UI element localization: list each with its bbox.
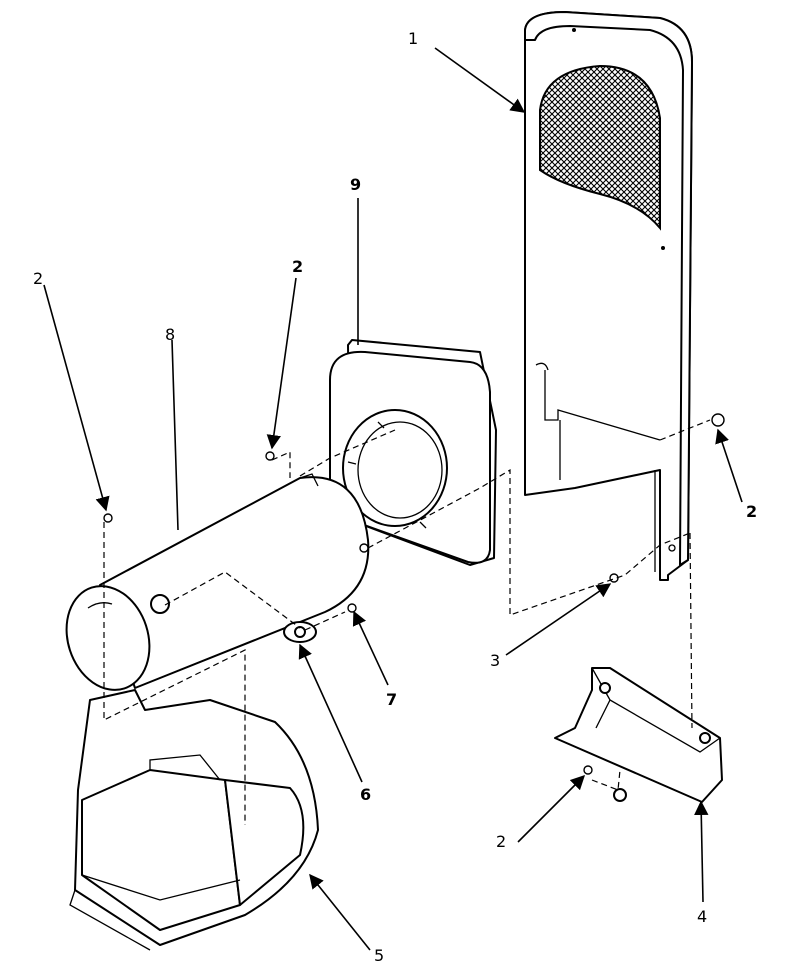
assembly-lines <box>103 419 711 825</box>
callout-6: 6 <box>360 785 371 804</box>
callout-4: 4 <box>697 907 707 926</box>
screw-icon <box>103 513 113 523</box>
callout-5: 5 <box>374 946 384 961</box>
screw-icon <box>583 765 593 775</box>
callout-7: 7 <box>386 690 397 709</box>
callout-2-right: 2 <box>746 502 757 521</box>
callout-2-bottom: 2 <box>496 832 506 851</box>
screw-icon <box>359 543 369 553</box>
callout-8: 8 <box>165 325 175 344</box>
duct-adapter-part-9 <box>329 339 497 566</box>
screw-icon <box>265 451 275 461</box>
callout-2-left: 2 <box>33 269 43 288</box>
bracket-part-4 <box>554 667 723 803</box>
callout-labels: 1 2 2 2 2 3 4 5 6 7 8 9 <box>33 29 757 961</box>
callout-1: 1 <box>408 29 418 48</box>
screws <box>103 413 725 775</box>
callout-2-top: 2 <box>292 257 303 276</box>
screw-icon <box>347 603 357 613</box>
rear-panel-part-1 <box>524 11 693 581</box>
exhaust-duct-part-8 <box>65 473 370 691</box>
screw-icon <box>711 413 725 427</box>
thermostat-part-6 <box>283 621 317 643</box>
vent-grille <box>539 64 661 231</box>
callout-9: 9 <box>350 175 361 194</box>
blower-base-part-5 <box>69 689 319 951</box>
callout-3: 3 <box>490 651 500 670</box>
leader-lines <box>43 47 743 951</box>
